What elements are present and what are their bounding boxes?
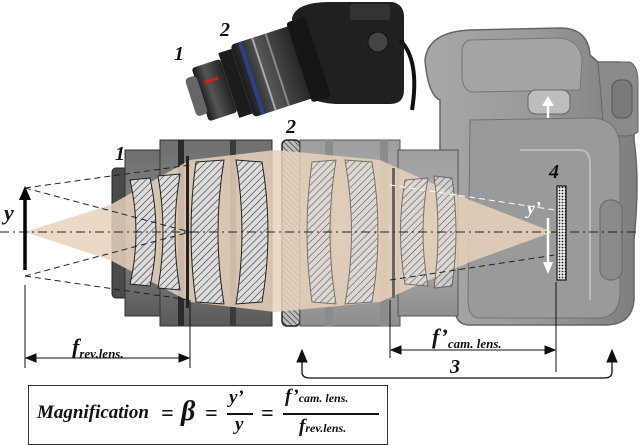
f-cam-lens-label: f’cam. lens.: [432, 324, 502, 351]
photo-lens1-label: 1: [174, 43, 184, 65]
formula-den-y: y: [235, 414, 244, 435]
f-rev-lens-label: frev.lens.: [72, 334, 124, 361]
formula-num-y-prime: y’: [229, 387, 244, 408]
fraction-bar-1: [227, 413, 253, 415]
formula-equals-3: =: [261, 400, 274, 425]
lens2-label: 2: [285, 116, 296, 138]
camera-sensor: [556, 185, 567, 281]
image-arrow: [543, 218, 553, 274]
formula-den-f-rev: frev.lens.: [299, 416, 347, 437]
magnification-formula: Magnification = β = y’ y = f’cam. lens. …: [28, 385, 388, 445]
object-height-label: y: [1, 200, 14, 225]
camera-photo: [185, 2, 417, 121]
sensor-label: 4: [548, 161, 559, 183]
formula-beta: β: [181, 396, 196, 427]
distance-label: 3: [449, 356, 460, 378]
formula-equals-1: =: [161, 400, 174, 425]
image-height-label: y’: [525, 198, 541, 218]
photo-lens2-label: 2: [219, 19, 230, 41]
fraction-bar-2: [283, 413, 379, 415]
reverse-lens-diagram: 1 2 1 2 4 3 y y’ frev.lens. f’cam. lens.: [0, 2, 640, 379]
formula-equals-2: =: [205, 400, 218, 425]
formula-word: Magnification: [37, 402, 149, 423]
lens1-label: 1: [115, 143, 125, 165]
object-arrow: [19, 186, 31, 270]
dimension-lines: [24, 282, 618, 379]
lens-elements: [129, 156, 457, 308]
formula-num-f-cam: f’cam. lens.: [285, 386, 349, 407]
optical-axis-and-rays: [0, 164, 640, 301]
